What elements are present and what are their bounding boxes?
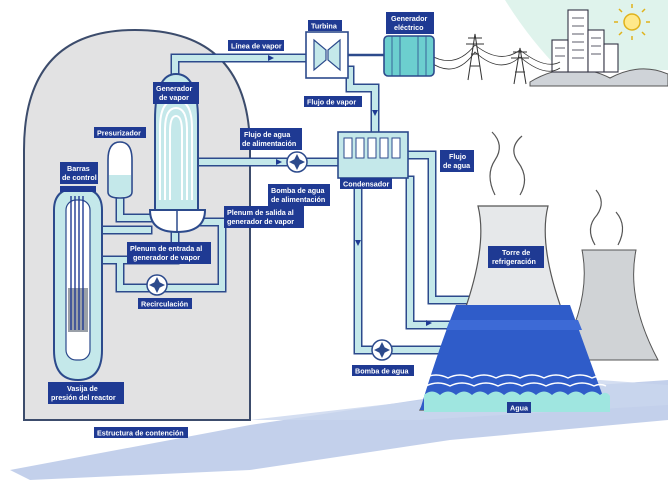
svg-text:Flujo de vapor: Flujo de vapor bbox=[307, 98, 356, 107]
svg-text:Bomba de agua: Bomba de agua bbox=[355, 367, 410, 376]
turbine-icon bbox=[305, 31, 384, 79]
svg-text:Plenum de salida al: Plenum de salida al bbox=[227, 208, 294, 217]
sun-icon bbox=[614, 4, 650, 40]
generator-icon bbox=[383, 35, 435, 77]
label-water-pump: Bomba de agua bbox=[352, 365, 414, 376]
svg-text:de alimentación: de alimentación bbox=[242, 139, 296, 148]
label-outlet-plenum: Plenum de salida al generador de vapor bbox=[224, 206, 304, 228]
pressurizer bbox=[107, 141, 133, 199]
label-condenser: Condensador bbox=[340, 178, 392, 189]
svg-text:Plenum de entrada al: Plenum de entrada al bbox=[130, 244, 202, 253]
svg-text:generador de vapor: generador de vapor bbox=[133, 253, 200, 262]
svg-text:Recirculación: Recirculación bbox=[141, 300, 188, 309]
svg-text:Flujo: Flujo bbox=[449, 152, 467, 161]
label-containment: Estructura de contención bbox=[94, 427, 188, 438]
recirculation-pump-icon bbox=[146, 274, 168, 296]
reactor-pressure-vessel bbox=[53, 186, 103, 382]
svg-text:de vapor: de vapor bbox=[159, 93, 189, 102]
cooling-tower-back bbox=[557, 249, 659, 361]
svg-text:Turbina: Turbina bbox=[311, 22, 338, 31]
water-pump-icon bbox=[371, 339, 393, 361]
svg-text:refrigeración: refrigeración bbox=[492, 257, 536, 266]
svg-text:Presurizador: Presurizador bbox=[97, 129, 141, 138]
label-steam-line: Línea de vapor bbox=[228, 40, 284, 51]
svg-text:Vasija de: Vasija de bbox=[67, 384, 98, 393]
label-reactor-vessel: Vasija de presión del reactor bbox=[48, 382, 124, 404]
svg-text:de agua: de agua bbox=[443, 161, 471, 170]
label-feedwater-pump: Bomba de agua de alimentación bbox=[268, 184, 330, 206]
steam-generator bbox=[148, 72, 207, 234]
feedwater-pump-icon bbox=[286, 151, 308, 173]
label-pressurizer: Presurizador bbox=[94, 127, 146, 138]
svg-text:Torre de: Torre de bbox=[502, 248, 530, 257]
power-lines bbox=[429, 44, 561, 72]
svg-text:generador de vapor: generador de vapor bbox=[227, 217, 294, 226]
svg-text:de control: de control bbox=[62, 173, 97, 182]
label-generator: Generador eléctrico bbox=[386, 12, 434, 34]
label-recirculation: Recirculación bbox=[138, 298, 192, 309]
cooling-tower bbox=[419, 205, 610, 412]
svg-text:Línea de vapor: Línea de vapor bbox=[231, 42, 282, 51]
steam-plume-icon bbox=[489, 131, 624, 246]
svg-text:Bomba de agua: Bomba de agua bbox=[271, 186, 326, 195]
svg-text:eléctrico: eléctrico bbox=[394, 23, 424, 32]
label-water: Agua bbox=[507, 402, 531, 413]
svg-text:Generador: Generador bbox=[391, 14, 428, 23]
label-control-rods: Barras de control bbox=[60, 162, 98, 184]
svg-text:de alimentación: de alimentación bbox=[271, 195, 325, 204]
label-turbine: Turbina bbox=[308, 20, 342, 31]
condenser bbox=[337, 131, 409, 179]
svg-text:Flujo de agua: Flujo de agua bbox=[244, 130, 291, 139]
label-cooling-tower: Torre de refrigeración bbox=[488, 246, 544, 268]
label-water-flow: Flujo de agua bbox=[440, 150, 474, 172]
svg-text:Estructura de contención: Estructura de contención bbox=[97, 429, 184, 438]
label-inlet-plenum: Plenum de entrada al generador de vapor bbox=[127, 242, 211, 264]
svg-text:presión del reactor: presión del reactor bbox=[51, 393, 116, 402]
svg-text:Barras: Barras bbox=[67, 164, 90, 173]
label-steam-generator: Generador de vapor bbox=[153, 82, 199, 104]
pylon-icon bbox=[466, 33, 529, 85]
label-feedwater-flow: Flujo de agua de alimentación bbox=[240, 128, 302, 150]
svg-text:Condensador: Condensador bbox=[343, 180, 390, 189]
label-steam-flow: Flujo de vapor bbox=[304, 96, 362, 107]
svg-text:Agua: Agua bbox=[510, 404, 529, 413]
svg-text:Generador: Generador bbox=[156, 84, 193, 93]
